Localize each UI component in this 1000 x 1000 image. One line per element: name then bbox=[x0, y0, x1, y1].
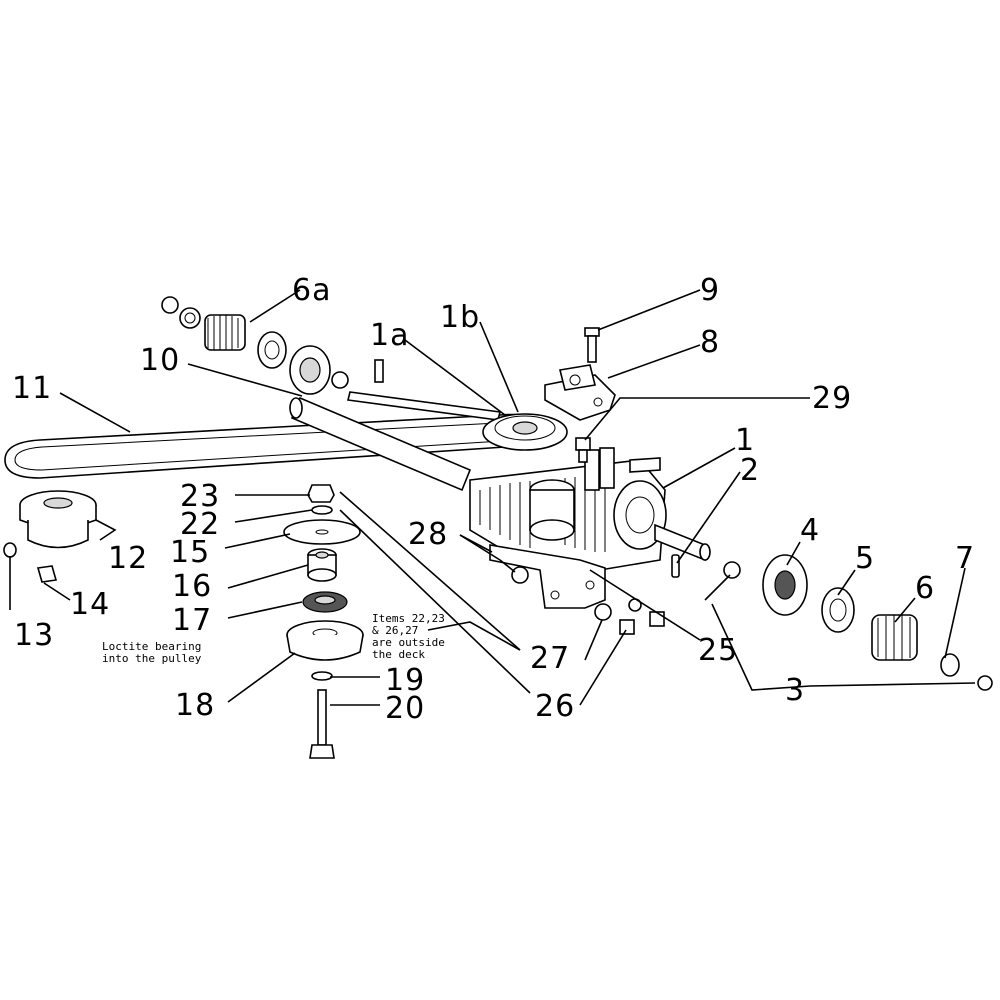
idler-pulley-12 bbox=[19, 490, 97, 549]
label-8: 8 bbox=[700, 325, 720, 360]
label-17: 17 bbox=[172, 603, 212, 638]
label-25: 25 bbox=[698, 633, 738, 668]
upper-shaft-parts bbox=[161, 296, 384, 395]
gear-6-icon bbox=[871, 614, 918, 661]
label-3: 3 bbox=[785, 673, 805, 708]
bolt-29-icon bbox=[575, 437, 591, 463]
idler-stack bbox=[283, 484, 364, 759]
key-14-icon bbox=[36, 565, 58, 583]
set-screw-13-icon bbox=[3, 542, 17, 558]
label-4: 4 bbox=[800, 513, 820, 548]
label-11: 11 bbox=[12, 371, 52, 406]
label-26: 26 bbox=[535, 689, 575, 724]
note-items-line1: Items 22,23 bbox=[372, 612, 445, 625]
bolt-9-icon bbox=[584, 327, 600, 363]
note-items-line4: the deck bbox=[372, 648, 425, 661]
label-12: 12 bbox=[108, 541, 148, 576]
label-1: 1 bbox=[735, 423, 755, 458]
note-items-line2: & 26,27 bbox=[372, 624, 418, 637]
label-28: 28 bbox=[408, 517, 448, 552]
mount-bracket bbox=[489, 544, 606, 609]
transmission-body bbox=[469, 447, 711, 571]
note-loctite-line2: into the pulley bbox=[102, 652, 202, 665]
leader-lines bbox=[9, 289, 976, 706]
label-29: 29 bbox=[812, 381, 852, 416]
label-15: 15 bbox=[170, 535, 210, 570]
label-13: 13 bbox=[14, 618, 54, 653]
label-5: 5 bbox=[855, 541, 875, 576]
jack-shaft bbox=[289, 391, 501, 492]
label-18: 18 bbox=[175, 688, 215, 723]
note-items-outside-deck: Items 22,23 & 26,27 are outside the deck bbox=[372, 612, 445, 661]
label-16: 16 bbox=[172, 569, 212, 604]
transmission-pulley bbox=[482, 413, 568, 451]
note-items-line3: are outside bbox=[372, 636, 445, 649]
label-1b: 1b bbox=[440, 300, 480, 335]
label-19: 19 bbox=[385, 663, 425, 698]
part-labels: 6a 10 11 1a 1b 9 8 29 1 2 4 5 6 7 3 12 1… bbox=[12, 273, 975, 726]
label-7: 7 bbox=[955, 541, 975, 576]
label-14: 14 bbox=[70, 587, 110, 622]
label-6a: 6a bbox=[292, 273, 331, 308]
label-10: 10 bbox=[140, 343, 180, 378]
label-1a: 1a bbox=[370, 318, 409, 353]
note-loctite: Loctite bearing into the pulley bbox=[102, 640, 202, 665]
gear-6a-icon bbox=[204, 314, 246, 351]
note-loctite-line1: Loctite bearing bbox=[102, 640, 201, 653]
label-6: 6 bbox=[915, 571, 935, 606]
label-23: 23 bbox=[180, 479, 220, 514]
right-shaft-parts bbox=[671, 554, 993, 691]
label-2: 2 bbox=[740, 453, 760, 488]
label-9: 9 bbox=[700, 273, 720, 308]
label-27: 27 bbox=[530, 641, 570, 676]
label-22: 22 bbox=[180, 507, 220, 542]
label-20: 20 bbox=[385, 691, 425, 726]
upper-bracket bbox=[544, 364, 616, 421]
